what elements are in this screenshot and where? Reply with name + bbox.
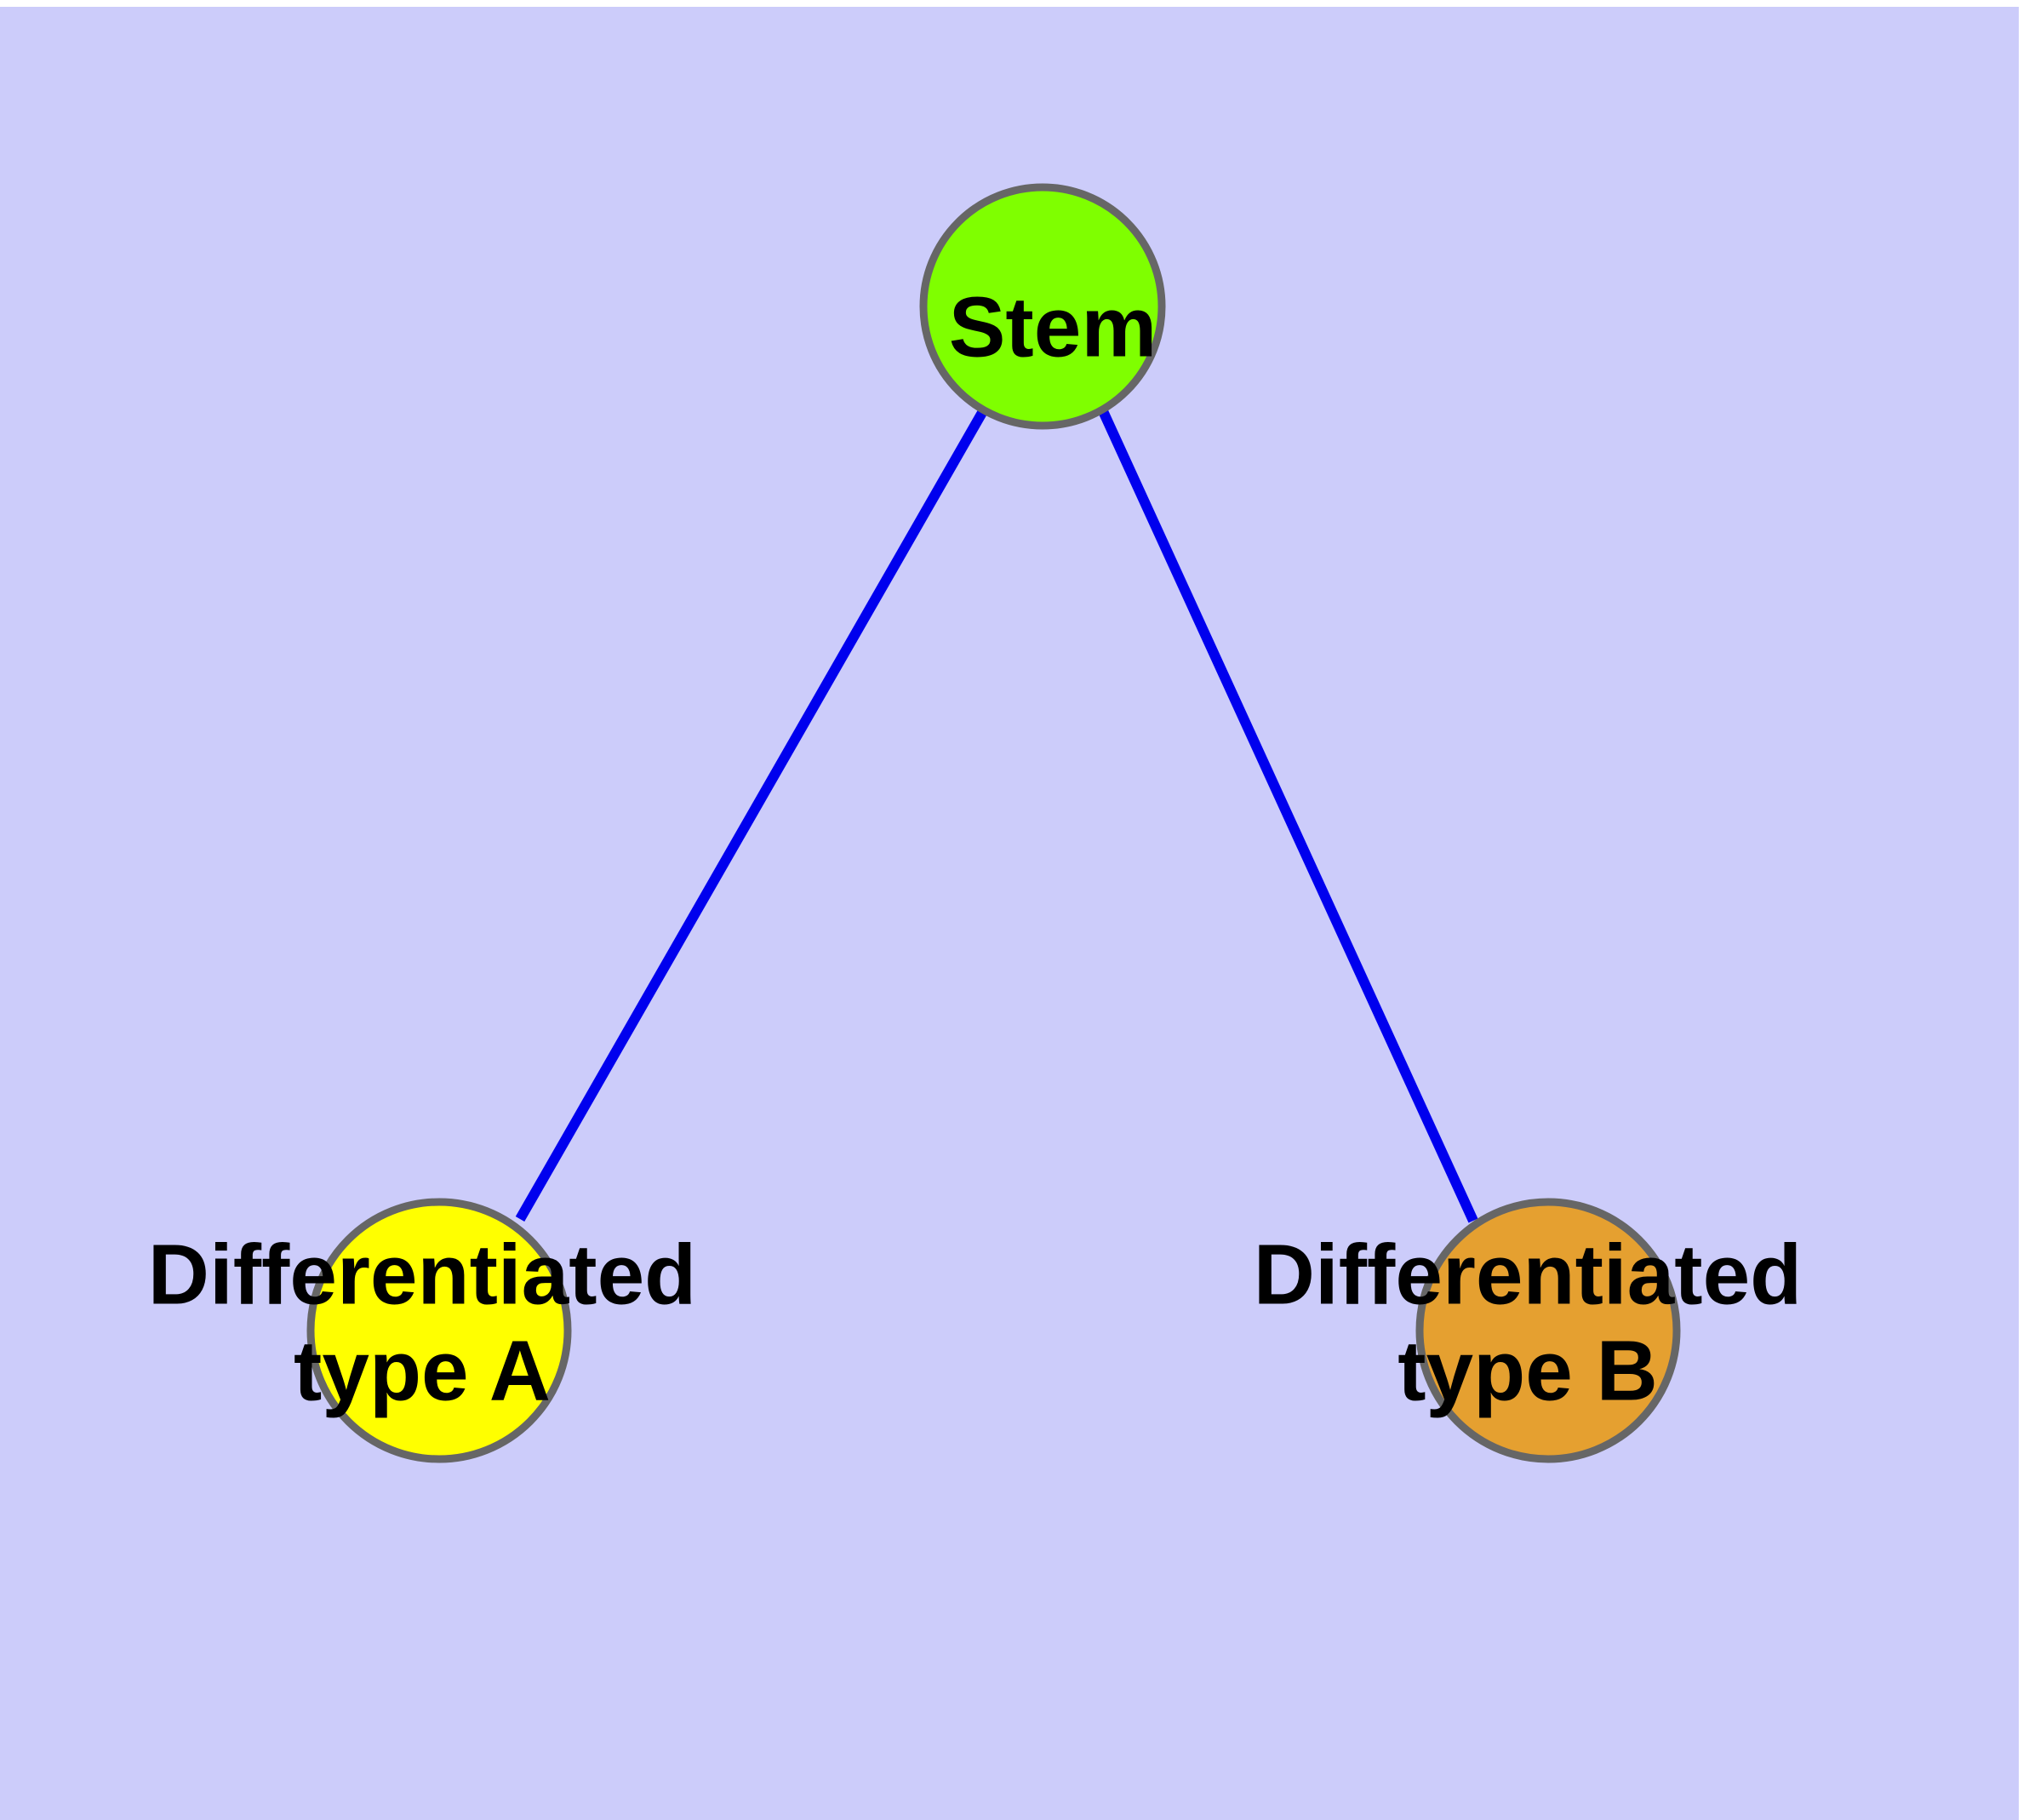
node-stem[interactable] [919, 183, 1166, 430]
edge-stem-to-differentiated-type-b[interactable] [1098, 409, 1478, 1223]
node-label-differentiated-type-a-line2: type A [294, 1323, 551, 1418]
node-label-stem: Stem [949, 279, 1157, 375]
node-label-differentiated-type-b-line1: Differentiated [1254, 1227, 1803, 1322]
node-differentiated-type-b[interactable] [1415, 1198, 1681, 1463]
label-layer: Stem Differentiated type A Differentiate… [148, 279, 1803, 1418]
node-layer [306, 183, 1681, 1463]
node-label-differentiated-type-b-line2: type B [1397, 1323, 1658, 1418]
node-label-differentiated-type-a-line1: Differentiated [148, 1227, 697, 1322]
edge-stem-to-differentiated-type-a[interactable] [515, 409, 988, 1222]
edge-layer [515, 409, 1478, 1223]
node-differentiated-type-a[interactable] [306, 1198, 572, 1463]
